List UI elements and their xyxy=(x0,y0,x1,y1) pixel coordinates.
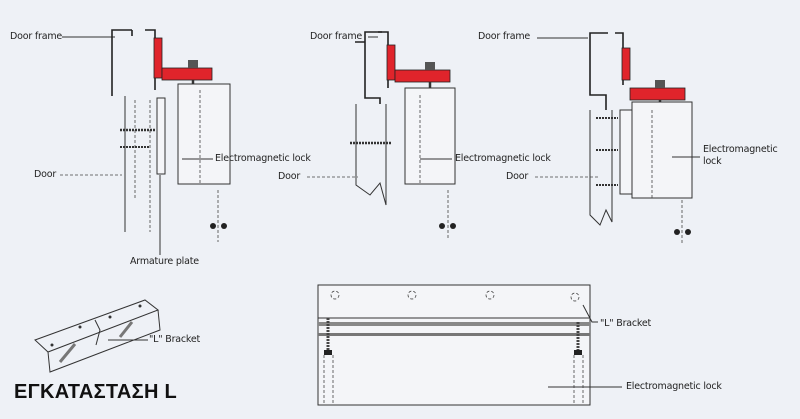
diagram-1-drawing xyxy=(60,29,231,255)
door-label-2: Door xyxy=(278,171,301,182)
door-label-1: Door xyxy=(34,169,57,180)
door-frame-label-2: Door frame xyxy=(310,31,363,42)
electromagnetic-lock-label-3a: Electromagnetic xyxy=(703,144,778,155)
electromagnetic-lock-label-1: Electromagnetic lock xyxy=(215,153,311,164)
door-frame-label-1: Door frame xyxy=(10,31,63,42)
electromagnetic-lock-front-label: Electromagnetic lock xyxy=(626,381,722,392)
page-title: ΕΓΚΑΤΑΣΤΑΣΗ L xyxy=(14,381,178,403)
l-bracket-front-label: "L" Bracket xyxy=(600,318,652,329)
l-bracket-iso-drawing xyxy=(34,299,161,373)
diagram-2-drawing xyxy=(307,31,456,240)
front-view-drawing xyxy=(317,284,622,406)
electromagnetic-lock-label-2: Electromagnetic lock xyxy=(455,153,551,164)
electromagnetic-lock-label-3b: lock xyxy=(703,156,722,167)
door-frame-label-3: Door frame xyxy=(478,31,531,42)
armature-plate-label: Armature plate xyxy=(130,256,199,267)
diagram-3-drawing xyxy=(535,32,700,245)
door-label-3: Door xyxy=(506,171,529,182)
l-bracket-iso-label: "L" Bracket xyxy=(149,334,201,345)
